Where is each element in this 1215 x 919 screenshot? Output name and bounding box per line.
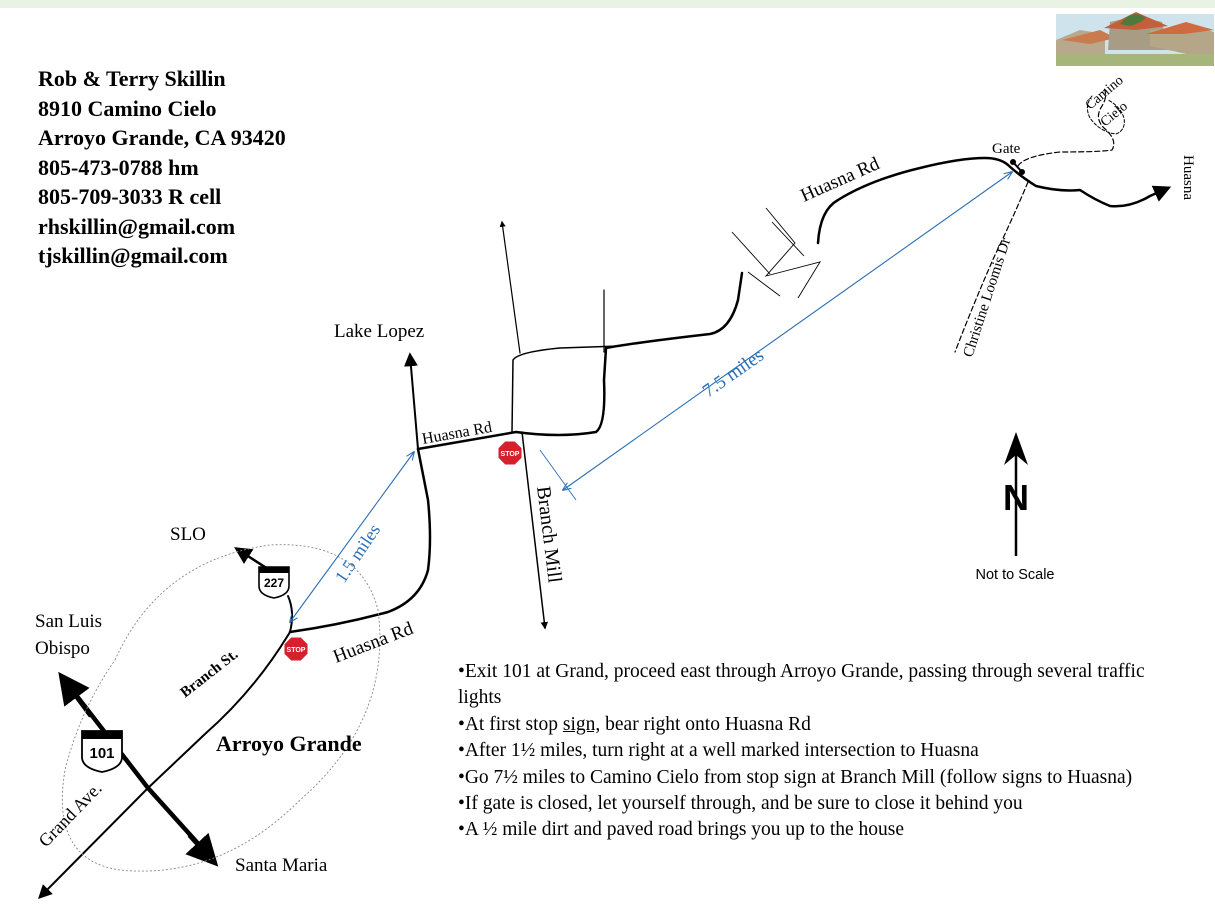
stop-sign-1: STOP bbox=[283, 636, 309, 662]
top-color-bar bbox=[0, 0, 1215, 8]
direction-step-3: •After 1½ miles, turn right at a well ma… bbox=[458, 740, 979, 762]
direction-step-5: •If gate is closed, let yourself through… bbox=[458, 793, 1023, 815]
contact-name: Rob & Terry Skillin bbox=[38, 66, 226, 91]
arroyo-grande-outline bbox=[61, 544, 381, 872]
north-label: N bbox=[1003, 477, 1029, 518]
gate-marker bbox=[1010, 159, 1025, 175]
label-huasna: Huasna bbox=[1180, 155, 1196, 200]
contact-block: Rob & Terry Skillin 8910 Camino Cielo Ar… bbox=[38, 64, 286, 271]
distance-tick bbox=[539, 449, 577, 501]
contact-city: Arroyo Grande, CA 93420 bbox=[38, 125, 286, 150]
camino-cielo-loop bbox=[1086, 95, 1125, 135]
contact-email-terry[interactable]: tjskillin@gmail.com bbox=[38, 243, 228, 268]
grand-ave-sw bbox=[38, 787, 149, 899]
hwy-101-shield: 101 bbox=[81, 730, 123, 773]
hwy-101-label: 101 bbox=[89, 745, 114, 762]
label-slo: SLO bbox=[170, 524, 206, 545]
loop-road bbox=[511, 345, 621, 433]
hwy-227-label: 227 bbox=[264, 576, 284, 590]
label-san-luis: San Luis bbox=[35, 611, 102, 632]
distance-lines bbox=[290, 172, 1012, 622]
label-santa-maria: Santa Maria bbox=[235, 855, 328, 876]
stop-sign-label-2: STOP bbox=[501, 451, 520, 458]
slo-arrow bbox=[234, 547, 270, 571]
contact-street: 8910 Camino Cielo bbox=[38, 95, 217, 121]
camino-cielo-road bbox=[1017, 87, 1115, 167]
hwy-101-nw-arrow bbox=[58, 671, 93, 718]
map-break-symbol bbox=[731, 207, 821, 299]
branch-mill-road bbox=[521, 431, 549, 630]
direction-step-4: •Go 7½ miles to Camino Cielo from stop s… bbox=[458, 766, 1133, 788]
north-road-1 bbox=[499, 220, 521, 354]
distance-line-2 bbox=[563, 172, 1012, 490]
stop-sign-label-1: STOP bbox=[287, 647, 306, 654]
label-huasna-rd-1: Huasna Rd bbox=[421, 419, 494, 448]
stop-sign-2: STOP bbox=[497, 440, 523, 466]
hwy-227-road bbox=[287, 595, 294, 633]
hwy-227-shield: 227 bbox=[258, 566, 290, 599]
label-gate: Gate bbox=[992, 141, 1021, 157]
house-picture bbox=[1056, 12, 1214, 66]
grand-ave-road bbox=[147, 631, 291, 789]
label-arroyo-grande: Arroyo Grande bbox=[216, 731, 362, 756]
label-obispo: Obispo bbox=[35, 638, 90, 659]
label-grand-ave: Grand Ave. bbox=[34, 778, 105, 851]
lake-lopez-road bbox=[403, 352, 419, 450]
direction-step-2-underlined: sign, bbox=[562, 713, 601, 735]
directions-list: •Exit 101 at Grand, proceed east through… bbox=[458, 659, 1178, 844]
direction-step-6: •A ½ mile dirt and paved road brings you… bbox=[458, 819, 905, 841]
contact-email-rob[interactable]: rhskillin@gmail.com bbox=[38, 213, 236, 239]
direction-step-1: •Exit 101 at Grand, proceed east through… bbox=[458, 661, 1145, 709]
label-lake-lopez: Lake Lopez bbox=[334, 321, 424, 342]
direction-step-2-pre: •At first stop bbox=[458, 713, 563, 735]
contact-cell-phone: 805-709-3033 R cell bbox=[38, 184, 222, 209]
hwy-101-se-arrow bbox=[185, 832, 219, 867]
label-christine-loomis: Christine Loomis Dr bbox=[961, 236, 1015, 359]
label-branch-st: Branch St. bbox=[178, 646, 242, 701]
scale-note: Not to Scale bbox=[976, 567, 1055, 583]
direction-step-2: •At first stop sign, bear right onto Hua… bbox=[458, 712, 1178, 738]
contact-home-phone: 805-473-0788 hm bbox=[38, 154, 199, 180]
distance-line-1 bbox=[290, 452, 414, 622]
north-arrow: N bbox=[1003, 432, 1029, 556]
label-branch-mill: Branch Mill bbox=[532, 485, 566, 585]
direction-step-2-post: bear right onto Huasna Rd bbox=[600, 713, 811, 735]
label-huasna-rd-2: Huasna Rd bbox=[330, 618, 416, 668]
label-distance-2: 7.5 miles bbox=[699, 345, 768, 402]
